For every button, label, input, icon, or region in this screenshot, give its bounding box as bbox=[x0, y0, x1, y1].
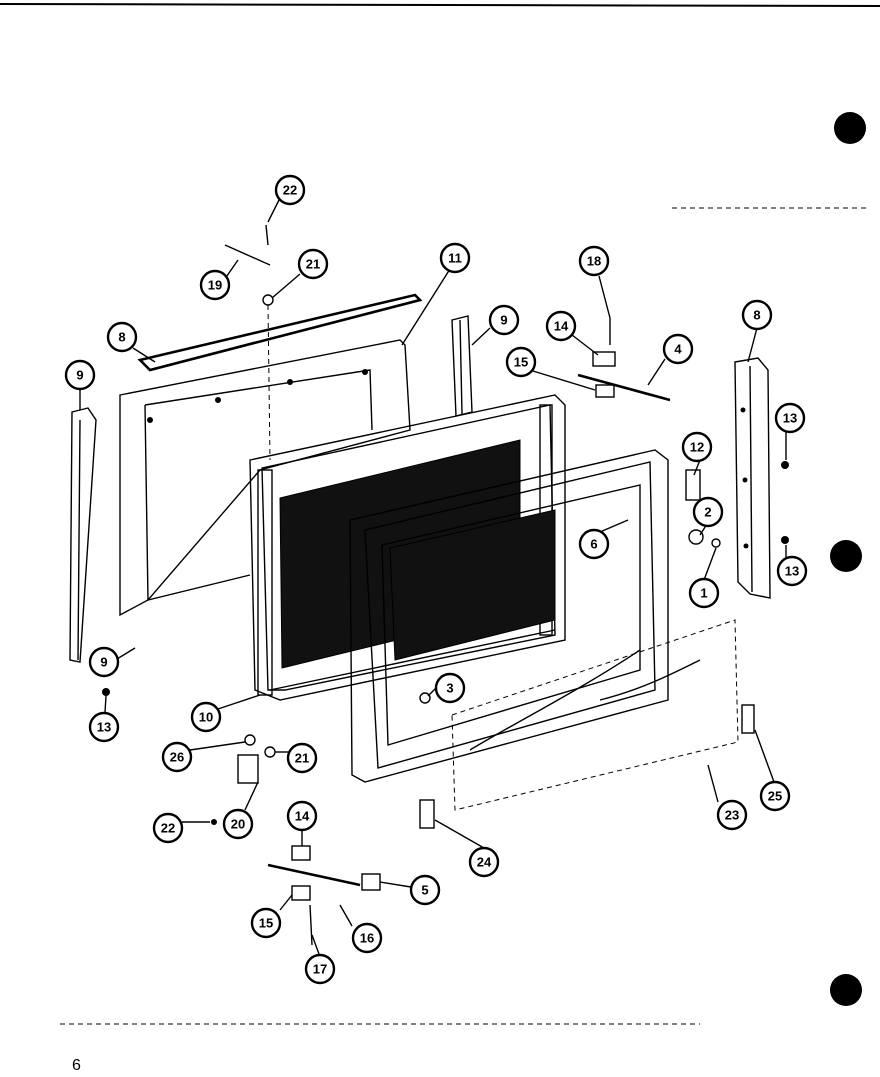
callout-8-label: 8 bbox=[753, 308, 760, 323]
callout-21-label: 21 bbox=[306, 257, 320, 272]
grille-frame bbox=[349, 449, 669, 783]
callout-8-label: 8 bbox=[118, 330, 125, 345]
callout-4: 4 bbox=[662, 333, 694, 365]
callout-17-label: 17 bbox=[313, 962, 327, 977]
callout-2: 2 bbox=[692, 496, 724, 528]
small-hardware bbox=[102, 224, 789, 829]
callout-8: 8 bbox=[741, 299, 773, 331]
callout-8: 8 bbox=[106, 321, 138, 353]
callout-13: 13 bbox=[774, 402, 806, 434]
callout-6-label: 6 bbox=[590, 537, 597, 552]
callout-25-label: 25 bbox=[768, 789, 782, 804]
callout-12-label: 12 bbox=[690, 440, 704, 455]
punch-hole-middle bbox=[830, 540, 862, 572]
callout-9-label: 9 bbox=[100, 655, 107, 670]
callout-25: 25 bbox=[759, 780, 791, 812]
callout-26-label: 26 bbox=[170, 750, 184, 765]
callout-10-label: 10 bbox=[199, 710, 213, 725]
callout-5-label: 5 bbox=[421, 883, 428, 898]
callout-18: 18 bbox=[578, 245, 610, 277]
callout-17: 17 bbox=[304, 953, 336, 985]
callout-13: 13 bbox=[776, 555, 808, 587]
callout-20-label: 20 bbox=[231, 817, 245, 832]
callout-20: 20 bbox=[222, 808, 254, 840]
callout-22-label: 22 bbox=[161, 821, 175, 836]
callout-3-label: 3 bbox=[446, 681, 453, 696]
callout-12: 12 bbox=[681, 431, 713, 463]
leader-lines bbox=[79, 197, 787, 955]
callout-21: 21 bbox=[297, 248, 329, 280]
callout-22-label: 22 bbox=[283, 183, 297, 198]
callout-13-label: 13 bbox=[785, 564, 799, 579]
callout-14: 14 bbox=[286, 800, 318, 832]
rear-right-rail bbox=[451, 315, 473, 417]
callout-16: 16 bbox=[351, 922, 383, 954]
callout-10: 10 bbox=[190, 701, 222, 733]
callout-19-label: 19 bbox=[208, 278, 222, 293]
callout-11-label: 11 bbox=[448, 251, 462, 266]
callout-11: 11 bbox=[439, 242, 471, 274]
callout-15-label: 15 bbox=[514, 355, 528, 370]
callout-21-label: 21 bbox=[295, 751, 309, 766]
callout-3: 3 bbox=[434, 672, 466, 704]
callout-19: 19 bbox=[199, 269, 231, 301]
right-side-rail bbox=[734, 357, 771, 599]
glass-panel bbox=[451, 619, 739, 811]
callout-24: 24 bbox=[468, 846, 500, 878]
callout-9-label: 9 bbox=[500, 313, 507, 328]
callout-9: 9 bbox=[64, 359, 96, 391]
callout-15-label: 15 bbox=[259, 916, 273, 931]
callout-6: 6 bbox=[578, 528, 610, 560]
callout-9-label: 9 bbox=[76, 368, 83, 383]
callout-2-label: 2 bbox=[704, 505, 711, 520]
punch-hole-bottom bbox=[830, 974, 862, 1006]
callout-5: 5 bbox=[409, 874, 441, 906]
callout-13-label: 13 bbox=[783, 411, 797, 426]
callout-4-label: 4 bbox=[674, 342, 682, 357]
callout-15: 15 bbox=[250, 907, 282, 939]
callout-9: 9 bbox=[88, 646, 120, 678]
bottom-slider-bar bbox=[267, 845, 381, 946]
callout-1: 1 bbox=[688, 577, 720, 609]
left-side-rail bbox=[69, 407, 97, 663]
callout-18-label: 18 bbox=[587, 254, 601, 269]
callout-15: 15 bbox=[505, 346, 537, 378]
callout-21: 21 bbox=[286, 742, 318, 774]
callout-26: 26 bbox=[161, 741, 193, 773]
callout-14: 14 bbox=[545, 310, 577, 342]
callout-13-label: 13 bbox=[97, 720, 111, 735]
callout-9: 9 bbox=[488, 304, 520, 336]
callout-14-label: 14 bbox=[554, 319, 569, 334]
page-number: 6 bbox=[72, 1057, 81, 1074]
back-panel bbox=[119, 293, 423, 617]
callout-23-label: 23 bbox=[725, 808, 739, 823]
callout-14-label: 14 bbox=[295, 809, 310, 824]
punch-hole-top bbox=[834, 112, 866, 144]
top-slider-bar bbox=[577, 318, 671, 402]
callout-13: 13 bbox=[88, 711, 120, 743]
callout-16-label: 16 bbox=[360, 931, 374, 946]
callout-22: 22 bbox=[274, 174, 306, 206]
scan-edge-line bbox=[0, 3, 880, 7]
callout-22: 22 bbox=[152, 812, 184, 844]
callout-1-label: 1 bbox=[700, 586, 707, 601]
callout-24-label: 24 bbox=[477, 855, 492, 870]
callout-23: 23 bbox=[716, 799, 748, 831]
